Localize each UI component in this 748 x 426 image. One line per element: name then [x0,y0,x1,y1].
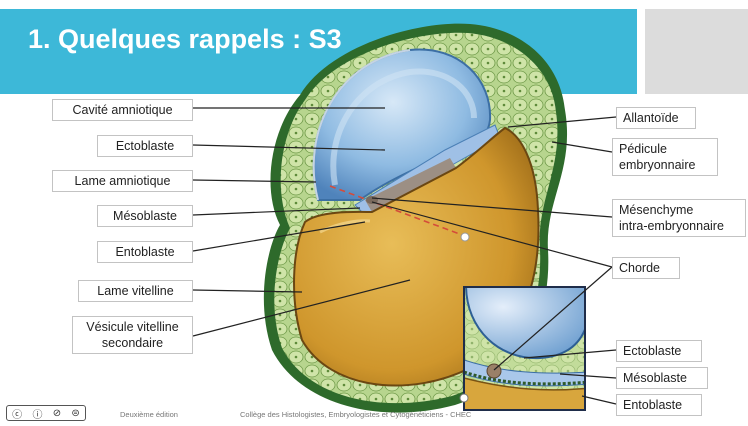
footer-college: Collège des Histologistes, Embryologiste… [240,410,471,419]
label-text: Mésoblaste [623,370,701,386]
label-entoblaste: Entoblaste [97,241,193,263]
cc-icon: ⓒ [12,406,22,421]
label-text: Entoblaste [104,244,186,260]
label-chorde: Chorde [612,257,680,279]
label-ectoblaste: Ectoblaste [97,135,193,157]
label-text: Ectoblaste [623,343,695,359]
label-entoblaste-inset: Entoblaste [616,394,702,416]
label-text: Ectoblaste [104,138,186,154]
label-mesoblaste: Mésoblaste [97,205,193,227]
label-mesenchyme-intra-embryonnaire: Mésenchyme intra-embryonnaire [612,199,746,237]
label-lame-vitelline: Lame vitelline [78,280,193,302]
label-text-line1: Pédicule [619,141,711,157]
label-text: Allantoïde [623,110,689,126]
label-text-line1: Mésenchyme [619,202,739,218]
label-pedicule-embryonnaire: Pédicule embryonnaire [612,138,718,176]
label-text-line2: intra-embryonnaire [619,218,739,234]
label-text-line1: Vésicule vitelline [79,319,186,335]
by-icon: ⓘ [32,406,42,421]
label-text: Lame amniotique [59,173,186,189]
label-lame-amniotique: Lame amniotique [52,170,193,192]
label-cavite-amniotique: Cavité amniotique [52,99,193,121]
label-text-line2: secondaire [79,335,186,351]
label-allantoide: Allantoïde [616,107,696,129]
nc-icon: ⊘ [53,408,61,419]
label-text: Lame vitelline [85,283,186,299]
inset-magnification [464,285,590,412]
cc-license-icons: ⓒ ⓘ ⊘ ⊜ [6,405,86,421]
label-text-line2: embryonnaire [619,157,711,173]
label-ectoblaste-inset: Ectoblaste [616,340,702,362]
label-text: Cavité amniotique [59,102,186,118]
label-text: Mésoblaste [104,208,186,224]
label-text: Chorde [619,260,673,276]
label-text: Entoblaste [623,397,695,413]
nd-icon: ⊜ [71,408,79,419]
label-vesicule-vitelline: Vésicule vitelline secondaire [72,316,193,354]
footer-edition: Deuxième édition [120,410,178,419]
label-mesoblaste-inset: Mésoblaste [616,367,708,389]
